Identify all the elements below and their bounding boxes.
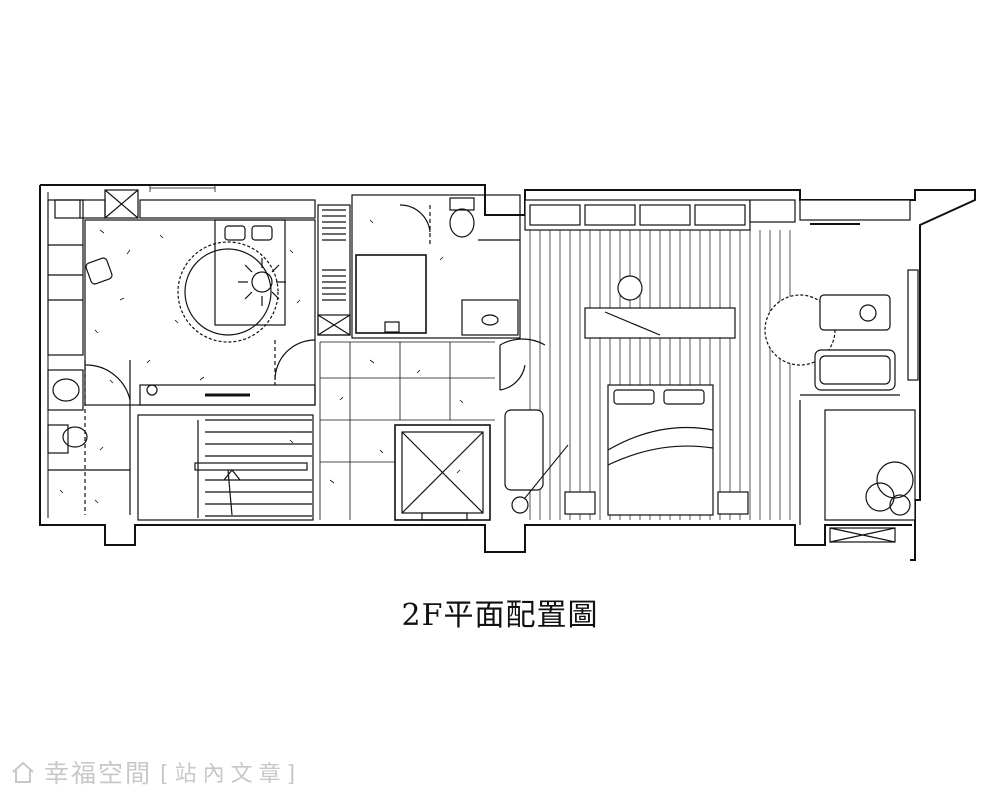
right-study <box>764 199 919 543</box>
staircase <box>137 414 314 521</box>
master-floor-stripes <box>529 230 791 520</box>
master-door <box>499 338 546 391</box>
closet-rack <box>317 204 351 336</box>
elevator <box>394 424 491 521</box>
bedroom-1 <box>84 219 316 406</box>
watermark: 幸福空間 [站內文章] <box>10 755 301 789</box>
left-bath <box>47 199 131 515</box>
hall-tiles <box>319 341 495 520</box>
watermark-tag: [站內文章] <box>160 762 302 787</box>
plan-caption: 2F平面配置圖 <box>401 598 599 633</box>
top-closets <box>54 189 316 219</box>
dimension-marks <box>149 184 216 192</box>
center-bath <box>351 194 521 339</box>
house-logo-icon <box>12 761 34 783</box>
tile-texture <box>59 219 464 504</box>
master-furniture <box>504 199 796 516</box>
watermark-brand: 幸福空間 <box>44 759 153 788</box>
